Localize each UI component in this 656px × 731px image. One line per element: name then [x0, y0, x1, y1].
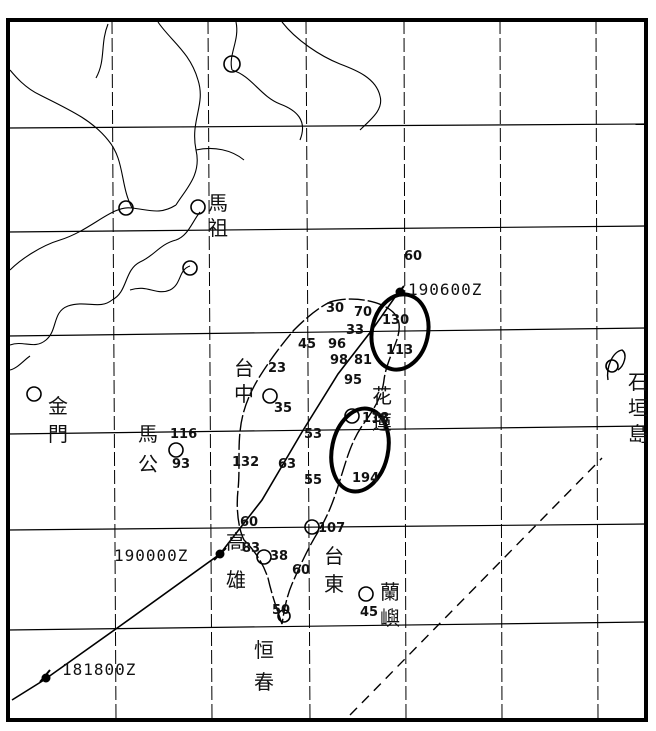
time-190000z: 190000Z: [114, 546, 189, 565]
value-95: 95: [344, 373, 363, 388]
place-mazu-1: 馬: [208, 191, 228, 215]
value-116: 116: [170, 427, 198, 442]
typhoon-track: [11, 289, 401, 701]
place-lanyu-2: 嶼: [380, 606, 400, 630]
longitude-lines: [111, 19, 599, 721]
time-181800z: 181800Z: [62, 660, 137, 679]
map-frame: [6, 18, 648, 722]
place-gaoxiong-1: 高: [226, 530, 246, 554]
value-23: 23: [268, 361, 287, 376]
value-130: 130: [382, 313, 410, 328]
value-60-low: 60: [292, 563, 311, 578]
place-taizhong-1: 台: [234, 356, 254, 380]
station-circles: [26, 55, 619, 623]
value-96: 96: [328, 337, 347, 352]
place-magong-1: 馬: [138, 422, 158, 446]
place-mazu-2: 祖: [208, 216, 228, 240]
value-45-north: 45: [298, 337, 317, 352]
value-38: 38: [270, 549, 289, 564]
value-83: 83: [242, 541, 261, 556]
value-107: 107: [318, 521, 346, 536]
place-gaoxiong-2: 雄: [226, 568, 246, 592]
time-190600z: 190600Z: [408, 280, 483, 299]
value-63: 63: [278, 457, 297, 472]
place-lanyu-1: 蘭: [380, 580, 400, 604]
value-53: 53: [304, 427, 323, 442]
value-55: 55: [304, 473, 323, 488]
place-taidong-2: 東: [324, 572, 344, 596]
value-81: 81: [354, 353, 373, 368]
value-30: 30: [326, 301, 345, 316]
place-hualian-2: 蓮: [372, 410, 392, 434]
value-93: 93: [172, 457, 191, 472]
place-hengchun-1: 恒: [254, 638, 274, 662]
island-shiyuan: [606, 349, 626, 381]
value-60-mid: 60: [240, 515, 259, 530]
value-98: 98: [330, 353, 349, 368]
rain-oval-north: [369, 292, 431, 372]
value-50: 50: [272, 603, 291, 618]
place-shiyuan-2: 垣: [628, 396, 648, 420]
taiwan-coastline: [236, 298, 400, 625]
place-shiyuan-1: 石: [628, 370, 648, 394]
track-markers: [39, 285, 405, 683]
value-33: 33: [346, 323, 365, 338]
value-194: 194: [352, 471, 380, 486]
rain-oval-south: [329, 406, 391, 494]
place-jinmen-2: 門: [48, 422, 68, 446]
value-113: 113: [386, 343, 414, 358]
value-118: 118: [362, 411, 390, 426]
place-taizhong-2: 中: [234, 382, 254, 406]
value-70: 70: [354, 305, 373, 320]
latitude-lines: [7, 123, 647, 631]
place-jinmen-1: 金: [48, 394, 68, 418]
place-hengchun-2: 春: [254, 670, 274, 694]
boundary-dashed-line: [349, 457, 603, 716]
value-45-south: 45: [360, 605, 379, 620]
coastlines: [9, 21, 382, 371]
place-shiyuan-3: 島: [628, 422, 648, 446]
value-35: 35: [274, 401, 293, 416]
place-taidong-1: 台: [324, 544, 344, 568]
value-132: 132: [232, 455, 260, 470]
value-60-top: 60: [404, 249, 423, 264]
place-hualian-1: 花: [372, 384, 392, 408]
place-magong-2: 公: [138, 452, 158, 476]
